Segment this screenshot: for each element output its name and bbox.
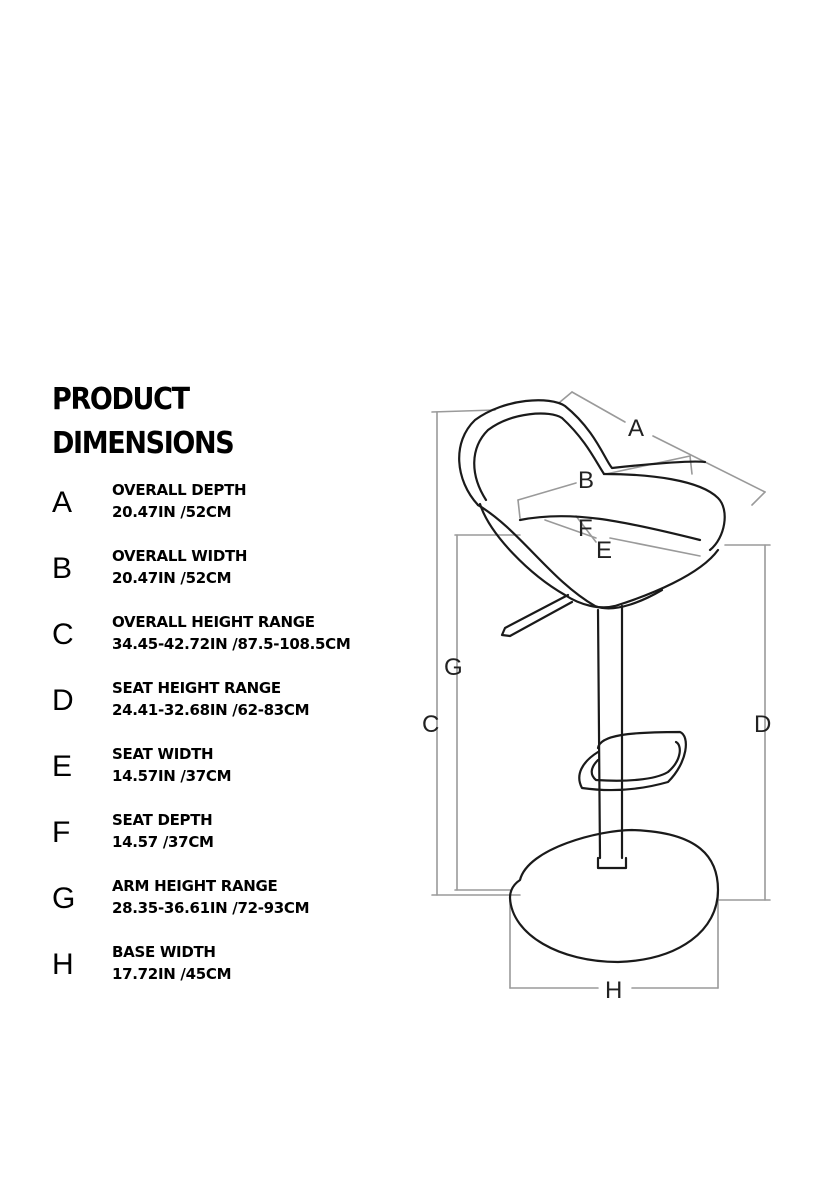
title-line-2: DIMENSIONS xyxy=(52,426,235,461)
stool-outline xyxy=(458,399,726,964)
dimension-value: 34.45-42.72IN /87.5-108.5CM xyxy=(112,635,351,653)
diagram-label-f: F xyxy=(578,515,593,542)
stool-backrest xyxy=(458,399,707,507)
stool-seat xyxy=(478,502,720,609)
dimension-letter: D xyxy=(52,684,74,717)
stool-lever xyxy=(500,593,574,638)
stool-footrest xyxy=(578,730,687,792)
guide-b-tick-right xyxy=(689,455,693,475)
dimension-letter: B xyxy=(52,552,73,585)
stool-column-left xyxy=(596,608,602,860)
dimension-guide-lines xyxy=(431,391,771,989)
stool-seat-rim xyxy=(476,503,664,610)
dimension-name: SEAT DEPTH xyxy=(112,811,213,829)
dimension-name: SEAT WIDTH xyxy=(112,745,214,763)
dimension-name: BASE WIDTH xyxy=(112,943,216,961)
guide-a-line-right xyxy=(652,435,766,493)
dimension-value: 24.41-32.68IN /62-83CM xyxy=(112,701,310,719)
dimension-name: ARM HEIGHT RANGE xyxy=(112,877,278,895)
dimension-letter: G xyxy=(52,882,76,915)
dimension-name: OVERALL DEPTH xyxy=(112,481,247,499)
dimension-value: 14.57IN /37CM xyxy=(112,767,232,785)
dimension-letter: A xyxy=(52,486,73,519)
bar-stool-diagram: A B C D E F G H xyxy=(422,391,771,1004)
dimension-value: 28.35-36.61IN /72-93CM xyxy=(112,899,310,917)
diagram-label-c: C xyxy=(422,711,439,738)
dimension-name: OVERALL HEIGHT RANGE xyxy=(112,613,315,631)
dimension-letter: E xyxy=(52,750,73,783)
dimension-letter: H xyxy=(52,948,74,981)
stool-footrest-inner xyxy=(590,740,681,782)
guide-b-line-left xyxy=(517,482,577,501)
diagram-label-g: G xyxy=(444,654,463,681)
guide-f-line xyxy=(544,519,597,539)
diagram-label-d: D xyxy=(754,711,771,738)
dimension-name: SEAT HEIGHT RANGE xyxy=(112,679,281,697)
dimension-value: 14.57 /37CM xyxy=(112,833,214,851)
diagram-label-h: H xyxy=(605,977,622,1004)
stool-collar xyxy=(596,856,628,870)
guide-a-tick-right xyxy=(751,491,766,506)
guide-ef-line xyxy=(609,537,701,557)
page-title: PRODUCT DIMENSIONS xyxy=(52,378,235,466)
diagram-label-e: E xyxy=(596,537,612,564)
dimension-value: 17.72IN /45CM xyxy=(112,965,232,983)
guide-b-tick-left xyxy=(517,499,521,519)
guide-a-line xyxy=(571,391,626,423)
stool-seat-top xyxy=(518,514,702,542)
stool-arm xyxy=(602,472,726,552)
dimension-name: OVERALL WIDTH xyxy=(112,547,248,565)
dimension-value: 20.47IN /52CM xyxy=(112,503,232,521)
stool-base xyxy=(508,828,720,964)
guide-a-tick-left xyxy=(559,391,573,403)
guide-c-top-tick xyxy=(431,409,496,413)
dimension-letter: C xyxy=(52,618,74,651)
stool-backrest-inner xyxy=(473,412,606,502)
dimension-letter: F xyxy=(52,816,71,849)
dimension-value: 20.47IN /52CM xyxy=(112,569,232,587)
diagram-label-a: A xyxy=(628,415,644,442)
title-line-1: PRODUCT xyxy=(52,382,190,417)
diagram-label-b: B xyxy=(578,467,594,494)
